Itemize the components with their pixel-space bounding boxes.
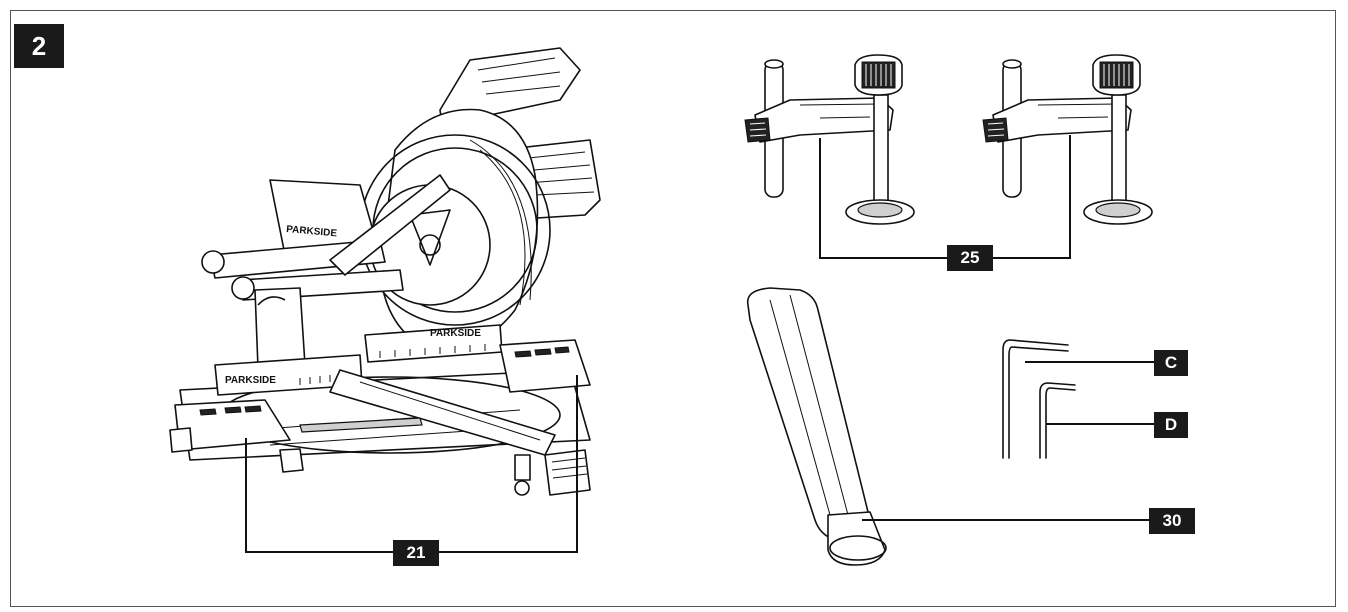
clamp-2 [982,54,1153,225]
workpiece-clamps-illustration [744,54,1153,259]
dust-bag-illustration [746,287,1149,566]
callout-21: 21 [393,540,439,566]
callout-30: 30 [1149,508,1195,534]
mitre-saw-illustration: PARKSIDE PARKSIDE PARKSIDE [169,47,601,553]
figure-number-badge: 2 [14,24,64,68]
allen-keys-illustration [1002,339,1154,459]
callout-c: C [1154,350,1188,376]
callout-d: D [1154,412,1188,438]
brand-label-fence-left: PARKSIDE [225,375,276,386]
clamp-1 [744,54,915,225]
figure-frame [10,10,1336,607]
brand-label-rear: PARKSIDE [286,224,338,239]
callout-25: 25 [947,245,993,271]
brand-label-fence-right: PARKSIDE [430,328,481,339]
